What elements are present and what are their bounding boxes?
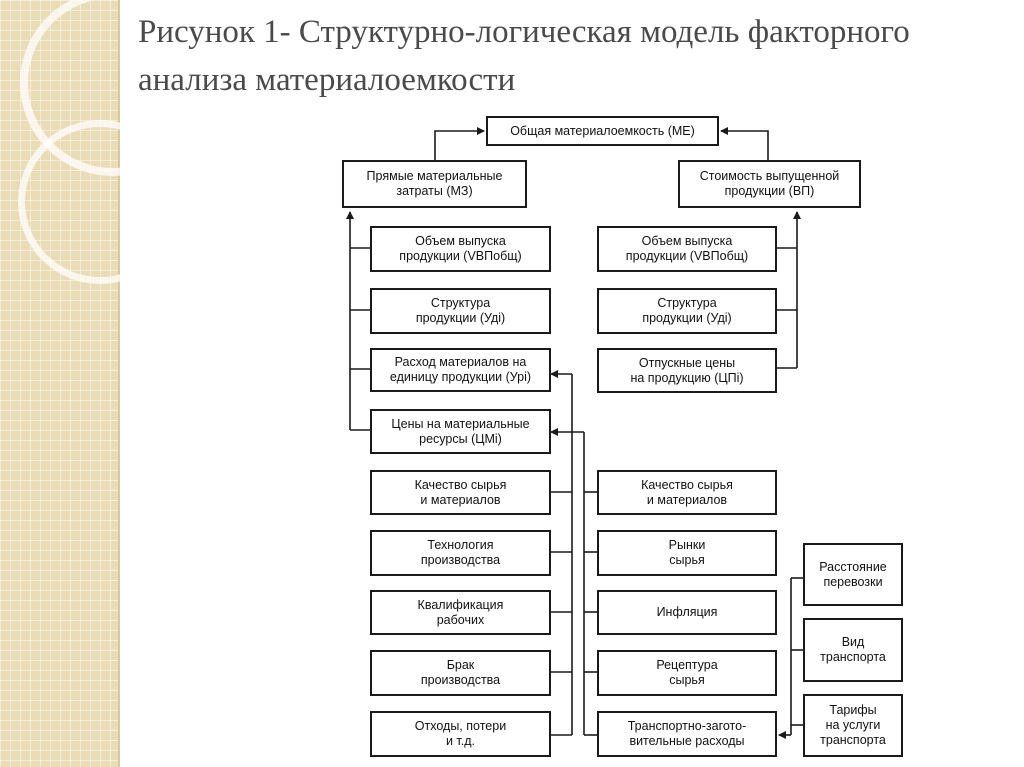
node-f-transport-type: Вид транспорта xyxy=(803,618,903,682)
node-l-material-prices: Цены на материальные ресурсы (ЦМi) xyxy=(370,409,551,454)
node-direct-material-costs: Прямые материальные затраты (МЗ) xyxy=(342,160,527,208)
node-output-value: Стоимость выпущенной продукции (ВП) xyxy=(678,160,861,208)
node-r-selling-prices: Отпускные цены на продукцию (ЦПi) xyxy=(597,348,777,393)
node-r-transport-procurement: Транспортно-загото- вительные расходы xyxy=(597,711,777,757)
node-l-production-defects: Брак производства xyxy=(370,650,551,696)
slide-title: Рисунок 1- Структурно-логическая модель … xyxy=(138,14,910,98)
node-l-worker-qualification: Квалификация рабочих xyxy=(370,590,551,635)
node-r-raw-recipe: Рецептура сырья xyxy=(597,650,777,696)
node-l-raw-quality: Качество сырья и материалов xyxy=(370,470,551,515)
node-l-output-volume: Объем выпуска продукции (VВПобщ) xyxy=(370,226,551,272)
connector-mz-me xyxy=(434,127,485,160)
connector-vp-me xyxy=(720,127,769,160)
node-f-transport-tariffs: Тарифы на услуги транспорта xyxy=(803,694,903,757)
node-r-inflation: Инфляция xyxy=(597,590,777,635)
decorative-divider xyxy=(118,0,120,767)
node-general-material-intensity: Общая материалоемкость (МЕ) xyxy=(486,116,719,146)
node-l-production-technology: Технология производства xyxy=(370,530,551,576)
decorative-ring xyxy=(18,120,182,284)
node-r-output-volume: Объем выпуска продукции (VВПобщ) xyxy=(597,226,777,272)
node-l-product-structure: Структура продукции (Удi) xyxy=(370,288,551,334)
node-l-waste-losses: Отходы, потери и т.д. xyxy=(370,711,551,757)
node-r-raw-quality: Качество сырья и материалов xyxy=(597,470,777,515)
node-l-material-consumption: Расход материалов на единицу продукции (… xyxy=(370,348,551,392)
node-r-raw-markets: Рынки сырья xyxy=(597,530,777,576)
node-r-product-structure: Структура продукции (Удi) xyxy=(597,288,777,334)
node-f-transport-distance: Расстояние перевозки xyxy=(803,543,903,606)
